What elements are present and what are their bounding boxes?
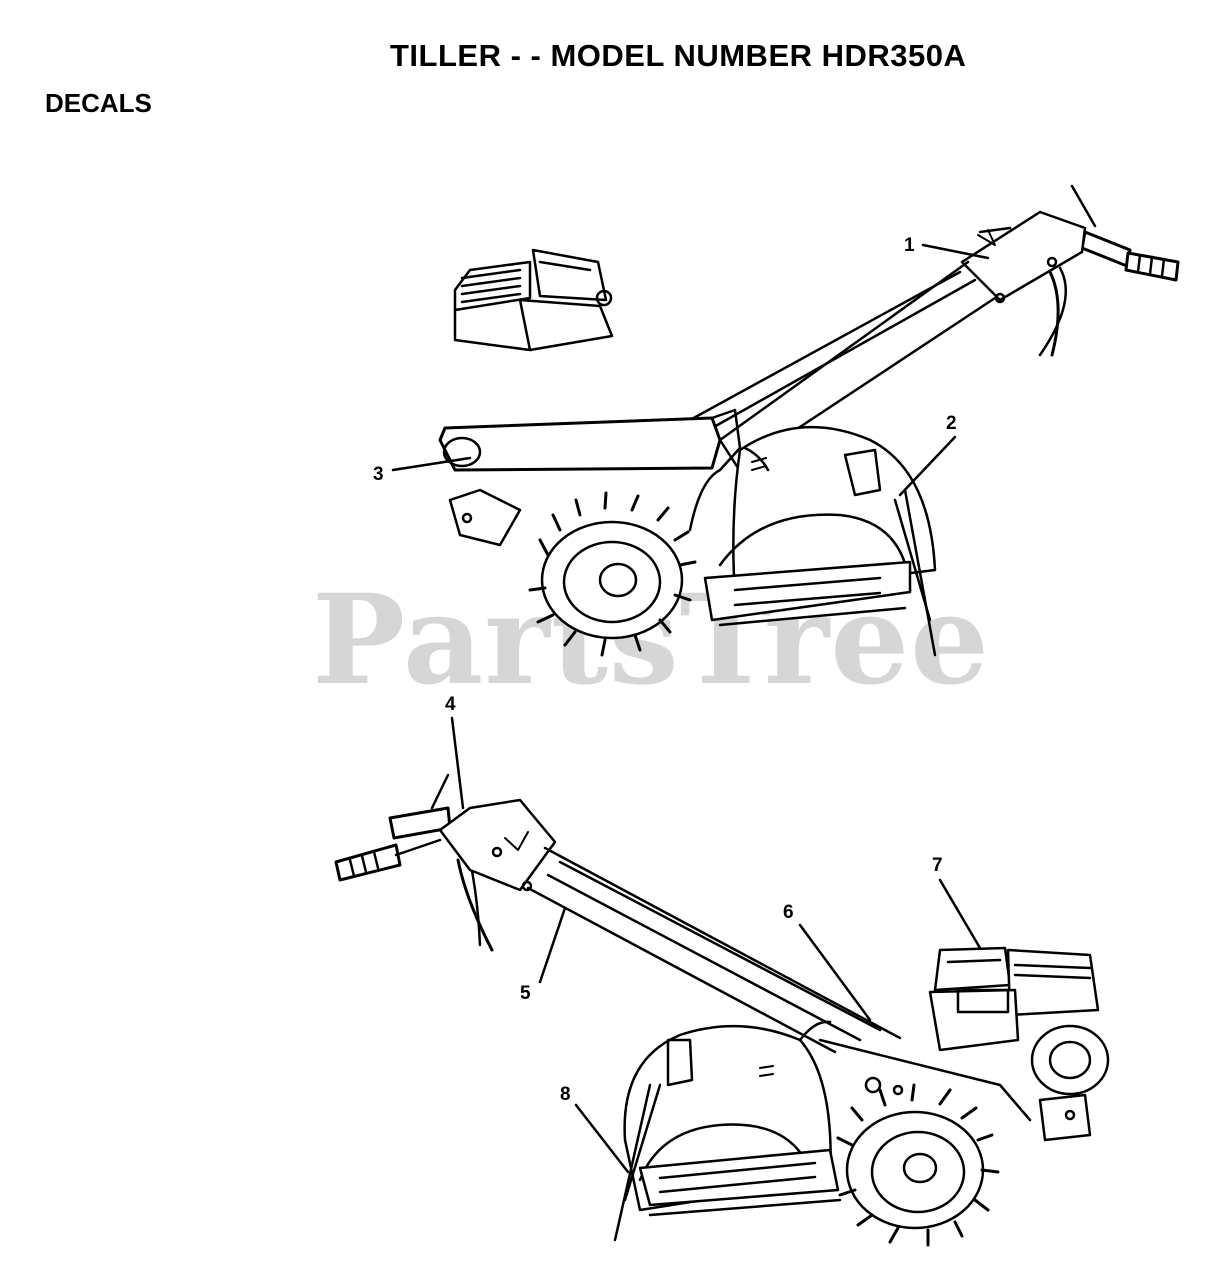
section-title: DECALS	[45, 88, 152, 118]
callout-2: 2	[946, 413, 957, 434]
callout-5: 5	[520, 983, 531, 1004]
leader-2	[898, 435, 957, 497]
handlebar-grip-icon	[334, 773, 452, 882]
leader-5	[538, 906, 567, 984]
leader-7	[938, 878, 982, 950]
tiller-bottom-view	[334, 773, 1110, 1247]
leader-6	[798, 923, 872, 1022]
leader-3	[391, 456, 472, 472]
leader-1	[921, 243, 990, 260]
callout-6: 6	[783, 902, 794, 923]
callout-1: 1	[904, 235, 915, 256]
callout-7: 7	[932, 855, 943, 876]
tiller-top-view	[438, 184, 1180, 657]
tine-hood-icon	[718, 425, 937, 657]
callout-4: 4	[445, 694, 456, 715]
page-title: TILLER - - MODEL NUMBER HDR350A	[390, 38, 967, 73]
callout-3: 3	[373, 464, 384, 485]
wheel-icon	[528, 491, 697, 657]
handlebar-grip-icon	[1070, 184, 1180, 282]
engine-icon	[453, 248, 614, 352]
callout-leaders	[391, 243, 990, 1174]
tine-hood-icon	[613, 1024, 832, 1242]
leader-4	[450, 716, 465, 810]
engine-icon	[928, 946, 1110, 1096]
callout-8: 8	[560, 1084, 571, 1105]
wheel-icon	[836, 1083, 1000, 1247]
leader-8	[574, 1103, 630, 1174]
